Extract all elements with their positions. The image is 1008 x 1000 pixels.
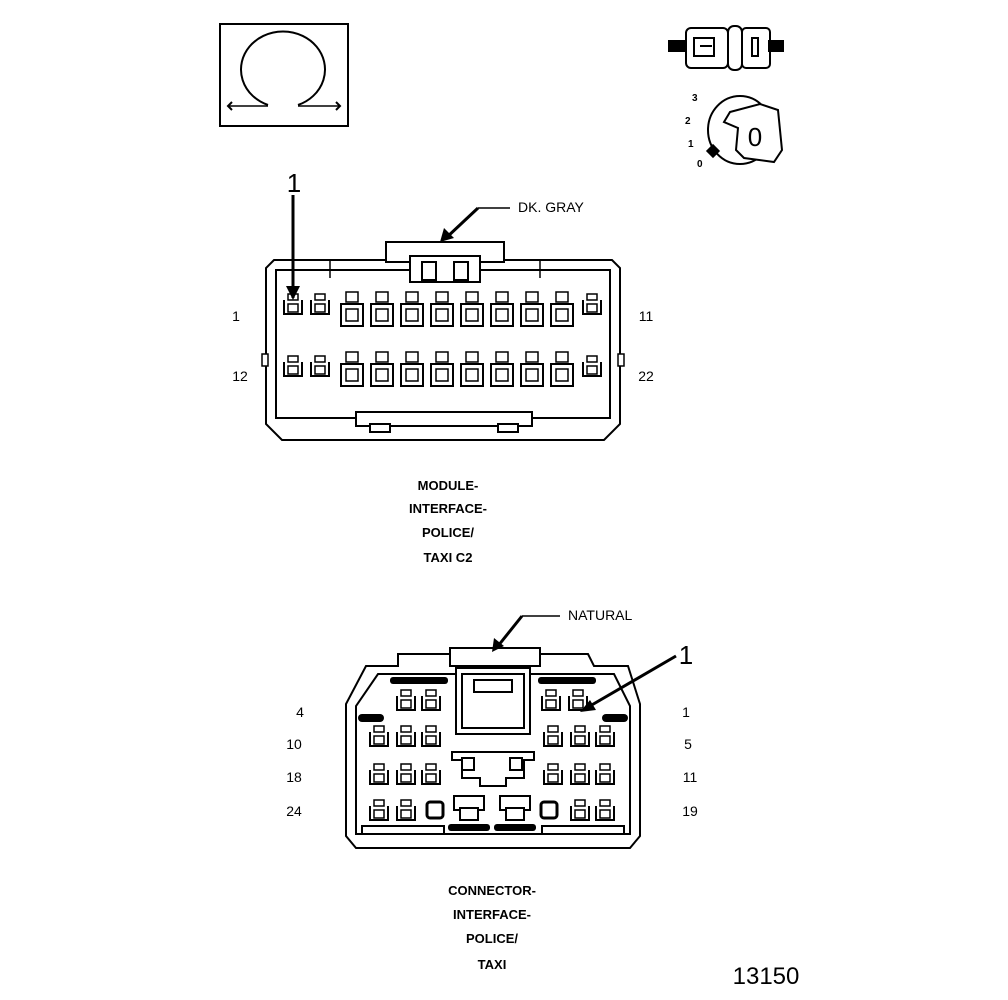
connector-caption-line: POLICE/ bbox=[466, 931, 518, 946]
terminal-cavity bbox=[520, 291, 544, 327]
terminal-cavity bbox=[396, 725, 416, 747]
pin-label: 11 bbox=[639, 308, 654, 324]
terminal-cavity bbox=[310, 355, 330, 377]
callout-number: 1 bbox=[287, 168, 301, 198]
wire-color-label: NATURAL bbox=[568, 607, 633, 623]
terminal-cavity bbox=[283, 355, 303, 377]
connector-caption-line: TAXI C2 bbox=[424, 550, 473, 565]
terminal-cavity bbox=[595, 725, 615, 747]
connector-caption-line: INTERFACE- bbox=[409, 501, 487, 516]
connector-caption-line: TAXI bbox=[478, 957, 507, 972]
terminal-cavity bbox=[543, 725, 563, 747]
pin-label: 24 bbox=[286, 803, 302, 819]
terminal-cavity bbox=[396, 763, 416, 785]
terminal-cavity bbox=[430, 291, 454, 327]
harness-connector: 1 NATURAL 4 10 18 24 1 5 11 19 CONNECTOR… bbox=[286, 607, 698, 972]
callout-number: 1 bbox=[679, 640, 693, 670]
ignition-key-icon: 0 3 2 1 0 bbox=[685, 93, 784, 170]
figure-number: 13150 bbox=[733, 963, 800, 990]
terminal-cavity bbox=[520, 351, 544, 387]
pin-label: 10 bbox=[286, 736, 302, 752]
terminal-cavity bbox=[543, 763, 563, 785]
key-position-label: 1 bbox=[688, 139, 694, 150]
terminal-cavity bbox=[396, 799, 416, 821]
terminal-cavity bbox=[460, 291, 484, 327]
pin-label: 12 bbox=[232, 368, 248, 384]
terminal-cavity bbox=[369, 763, 389, 785]
terminal-cavity bbox=[582, 355, 602, 377]
pin-label: 11 bbox=[683, 769, 698, 785]
terminal-cavity bbox=[340, 291, 364, 327]
module-connector: 1 DK. GRAY 1 11 12 22 MODULE- INTERFACE-… bbox=[232, 168, 654, 565]
terminal-cavity bbox=[550, 291, 574, 327]
pin-label: 4 bbox=[296, 704, 304, 720]
terminal-cavity bbox=[340, 351, 364, 387]
connector-plug-icon bbox=[668, 25, 784, 71]
terminal-cavity bbox=[550, 351, 574, 387]
key-position-text: 0 bbox=[748, 122, 762, 152]
terminal-cavity bbox=[369, 799, 389, 821]
pin-label: 19 bbox=[682, 803, 698, 819]
rotation-symbol-icon bbox=[219, 23, 349, 127]
pin-label: 18 bbox=[286, 769, 302, 785]
terminal-cavity bbox=[460, 351, 484, 387]
terminal-cavity bbox=[370, 351, 394, 387]
connector-caption-line: INTERFACE- bbox=[453, 907, 531, 922]
wire-color-label: DK. GRAY bbox=[518, 199, 585, 215]
terminal-cavity bbox=[369, 725, 389, 747]
key-position-label: 2 bbox=[685, 116, 691, 127]
terminal-cavity bbox=[396, 689, 416, 711]
terminal-cavity bbox=[370, 291, 394, 327]
pin-label: 22 bbox=[638, 368, 654, 384]
harness-cavity-grid bbox=[369, 689, 615, 821]
key-position-label: 3 bbox=[692, 93, 698, 104]
terminal-cavity bbox=[570, 799, 590, 821]
pin-label: 5 bbox=[684, 736, 692, 752]
terminal-cavity bbox=[400, 291, 424, 327]
terminal-cavity bbox=[490, 291, 514, 327]
terminal-cavity bbox=[490, 351, 514, 387]
connector-caption-line: MODULE- bbox=[418, 478, 479, 493]
connector-caption-line: CONNECTOR- bbox=[448, 883, 536, 898]
terminal-cavity bbox=[400, 351, 424, 387]
terminal-cavity bbox=[541, 689, 561, 711]
terminal-cavity bbox=[595, 763, 615, 785]
key-position-label: 0 bbox=[697, 159, 703, 170]
terminal-cavity bbox=[430, 351, 454, 387]
terminal-cavity bbox=[570, 725, 590, 747]
terminal-cavity bbox=[421, 689, 441, 711]
pin-label: 1 bbox=[682, 704, 690, 720]
terminal-cavity bbox=[570, 763, 590, 785]
terminal-cavity bbox=[582, 293, 602, 315]
module-cavity-grid bbox=[283, 291, 602, 387]
terminal-cavity bbox=[421, 763, 441, 785]
terminal-cavity bbox=[421, 725, 441, 747]
connector-caption-line: POLICE/ bbox=[422, 525, 474, 540]
pin-label: 1 bbox=[232, 308, 240, 324]
terminal-cavity bbox=[595, 799, 615, 821]
terminal-cavity bbox=[310, 293, 330, 315]
terminal-cavity bbox=[568, 689, 588, 711]
